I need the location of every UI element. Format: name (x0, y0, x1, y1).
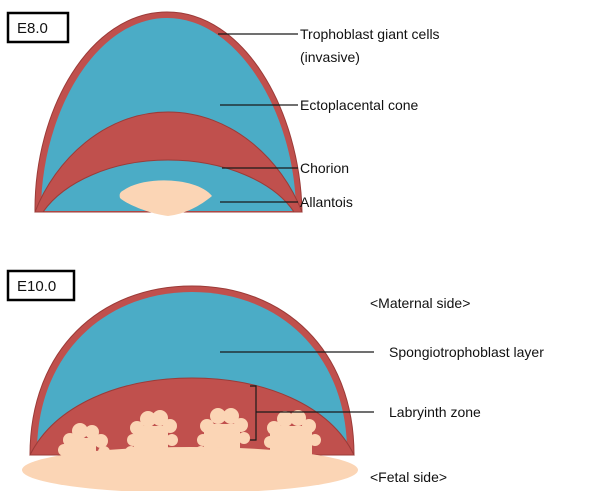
label-giant-cells-line1: Trophoblast giant cells (300, 26, 440, 42)
label-labyrinth: Labryinth zone (389, 404, 481, 420)
label-giant-cells-line2: (invasive) (300, 49, 360, 65)
label-allantois: Allantois (300, 194, 353, 210)
label-ectoplacental-cone: Ectoplacental cone (300, 97, 419, 113)
panel-e8: E8.0 Trophoblast giant cells (invasive) … (8, 12, 440, 216)
stage-label-e8: E8.0 (17, 20, 48, 37)
label-maternal-side: <Maternal side> (370, 295, 470, 311)
panel-e10: E10.0 (8, 271, 544, 491)
label-spongiotrophoblast: Spongiotrophoblast layer (389, 344, 544, 360)
label-fetal-side: <Fetal side> (370, 469, 447, 485)
fetal-side-base (22, 447, 358, 491)
stage-label-e10: E10.0 (17, 278, 56, 295)
label-chorion: Chorion (300, 160, 349, 176)
